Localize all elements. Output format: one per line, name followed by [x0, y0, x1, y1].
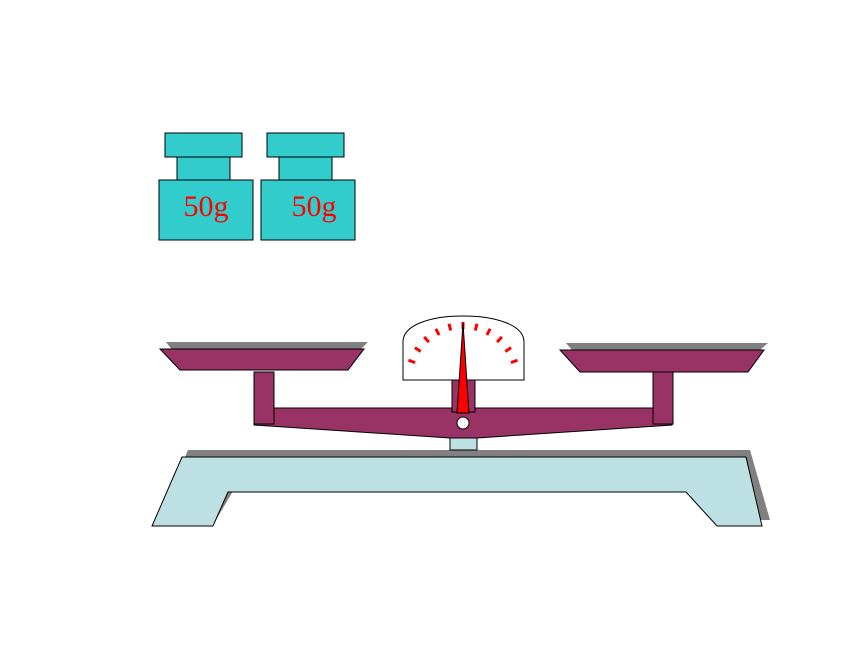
weight-50g-right[interactable]: 50g	[260, 132, 356, 241]
right-pan	[558, 343, 768, 373]
weight-top-knob	[266, 132, 345, 158]
weight-neck	[278, 156, 333, 181]
dial-tick	[434, 328, 441, 336]
dial-tick	[495, 335, 503, 344]
balance-needle	[456, 322, 470, 414]
dial-tick	[414, 346, 422, 353]
dial-tick	[510, 358, 519, 365]
left-pan	[158, 342, 368, 371]
left-pan-shadow	[166, 342, 368, 350]
dial-tick	[485, 328, 492, 336]
balance-base	[151, 450, 770, 527]
weight-body	[158, 179, 254, 241]
dial-tick	[504, 346, 512, 353]
right-pan-support	[652, 371, 674, 425]
pivot-hole	[456, 416, 470, 430]
weight-body	[260, 179, 356, 241]
right-pan-tray	[558, 349, 765, 373]
dial-ticks	[407, 322, 519, 365]
weight-50g-left[interactable]: 50g	[158, 132, 254, 241]
left-pan-support	[253, 371, 275, 425]
weight-neck	[176, 156, 231, 181]
base-body	[151, 456, 763, 527]
dial-tick	[423, 335, 431, 344]
weight-top-knob	[164, 132, 243, 158]
weight-label: 50g	[184, 190, 229, 223]
left-pan-tray	[158, 348, 366, 371]
dial-tick	[447, 323, 453, 331]
dial-tick	[473, 323, 479, 331]
dial-tick	[407, 358, 416, 365]
weight-label: 50g	[292, 190, 337, 223]
right-pan-shadow	[566, 343, 768, 350]
